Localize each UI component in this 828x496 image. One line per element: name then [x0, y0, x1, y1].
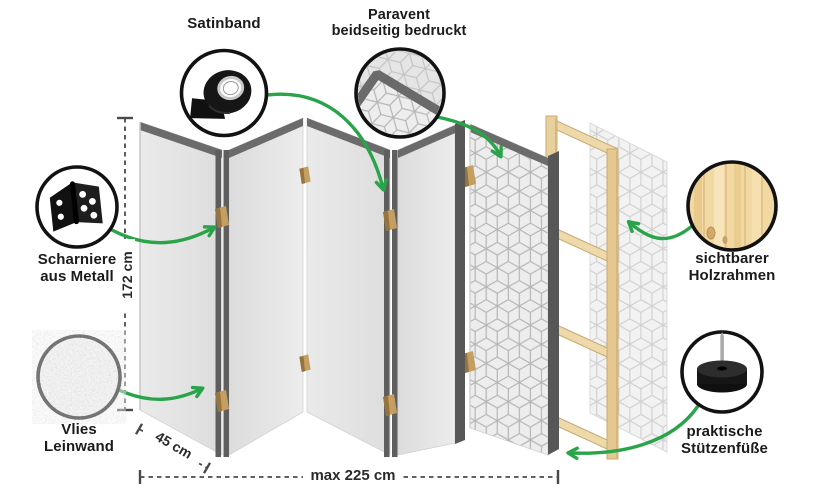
- callout-canvas: [36, 334, 122, 420]
- label-line: praktische: [686, 423, 763, 440]
- label-line: sichtbarer: [695, 250, 769, 267]
- label-stuetzenfuesse: praktische Stützenfüße: [647, 423, 802, 458]
- label-line: beidseitig bedruckt: [331, 23, 467, 40]
- arrow-wood-frame: [626, 220, 694, 241]
- label-line: Paravent: [367, 7, 431, 23]
- wood-texture-icon: [690, 164, 774, 248]
- label-holzrahmen: sichtbarer Holzrahmen: [657, 250, 807, 285]
- label-line: Vlies: [61, 421, 97, 438]
- label-scharniere: Scharniere aus Metall: [2, 251, 152, 286]
- arrow-canvas: [117, 385, 205, 401]
- label-line: Leinwand: [44, 437, 114, 455]
- arrow-printed-panel: [435, 115, 503, 159]
- annotation-arrows: [110, 92, 700, 460]
- label-line: Holzrahmen: [688, 266, 776, 284]
- label-line: Scharniere: [37, 251, 117, 268]
- support-foot-icon: [697, 332, 747, 393]
- callout-support-feet: [680, 330, 764, 414]
- label-line: Stützenfüße: [681, 439, 768, 457]
- screen-panel: [228, 117, 304, 456]
- dimension-height: 172 cm: [119, 239, 135, 311]
- label-line: Satinband: [187, 15, 261, 32]
- callout-wood-frame: [686, 160, 778, 252]
- fleece-canvas-icon: [40, 338, 118, 416]
- printed-panel: [462, 123, 559, 456]
- dimension-total-width: max 225 cm: [303, 467, 403, 484]
- tape-roll-icon: [190, 70, 252, 119]
- screen-panel: [397, 124, 456, 456]
- callout-satinband: [179, 48, 269, 138]
- label-line: aus Metall: [40, 267, 114, 285]
- arrow-satinband: [265, 92, 388, 192]
- screen-panel: [139, 121, 223, 456]
- metal-hinge-icon: [49, 181, 103, 232]
- arrow-hinges: [110, 225, 217, 245]
- folding-screen: [139, 117, 465, 457]
- fold-edges: [215, 150, 398, 457]
- label-satinband: Satinband: [149, 15, 299, 33]
- label-paravent-bedruckt: Paravent beidseitig bedruckt: [303, 7, 495, 40]
- back-canvas-sheet: [589, 122, 668, 453]
- callout-hinges: [35, 165, 119, 249]
- label-vlies-leinwand: Vlies Leinwand: [4, 421, 154, 456]
- arrow-feet: [566, 404, 700, 460]
